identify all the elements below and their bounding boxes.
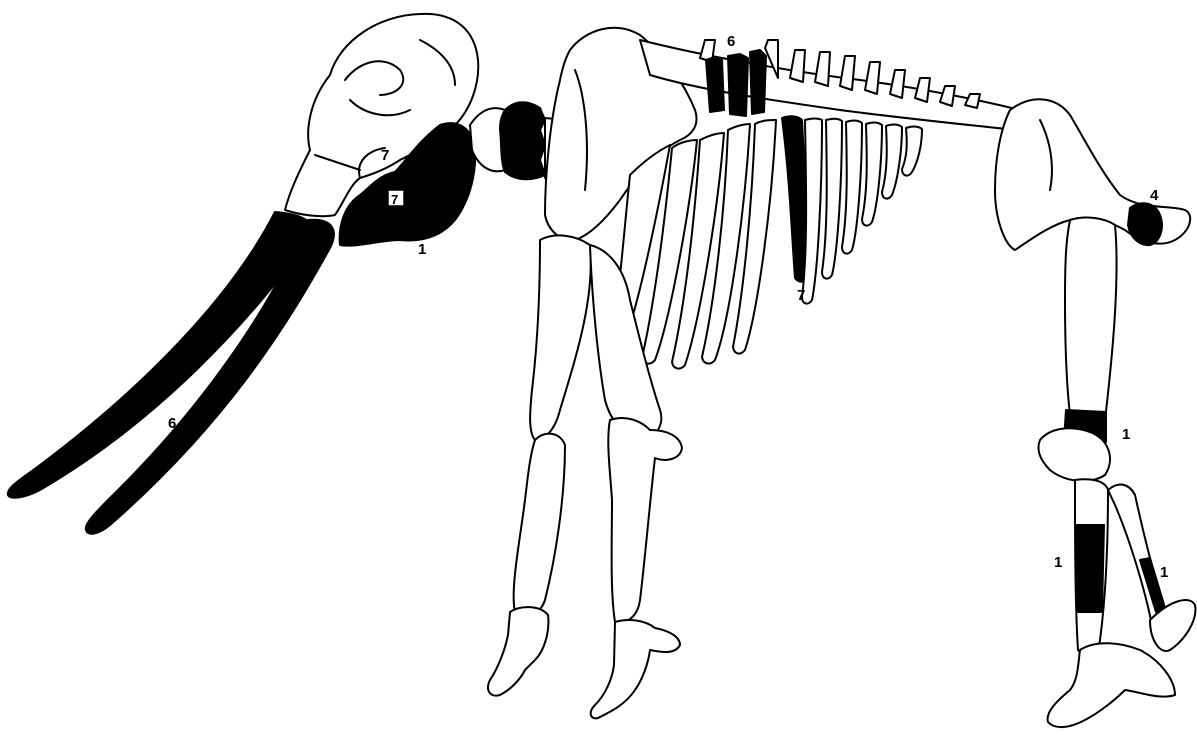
tusk-right — [86, 220, 334, 534]
pelvis-recovered — [1128, 203, 1162, 245]
label-pelvis: 4 — [1150, 187, 1159, 204]
label-hind-fibula: 1 — [1160, 564, 1168, 581]
label-tusk: 6 — [168, 415, 176, 432]
label-skull-upper: 7 — [381, 147, 389, 164]
dorsal-vertebra-2 — [728, 54, 748, 116]
dorsal-vertebra-3 — [750, 50, 766, 114]
label-skull-box: 7 — [391, 192, 398, 207]
dorsal-vertebra-1 — [706, 58, 724, 112]
label-dorsal: 6 — [727, 33, 735, 50]
label-jaw: 1 — [418, 241, 426, 258]
label-hind-femur: 1 — [1122, 426, 1130, 443]
hind-legs — [1038, 218, 1195, 728]
tusks — [8, 212, 334, 534]
label-rib: 7 — [797, 287, 805, 304]
skull — [285, 14, 478, 246]
label-hind-tibia: 1 — [1054, 554, 1062, 571]
label-neck: 3 — [523, 99, 531, 116]
ribs — [612, 116, 922, 368]
tibia-recovered — [1076, 525, 1104, 612]
